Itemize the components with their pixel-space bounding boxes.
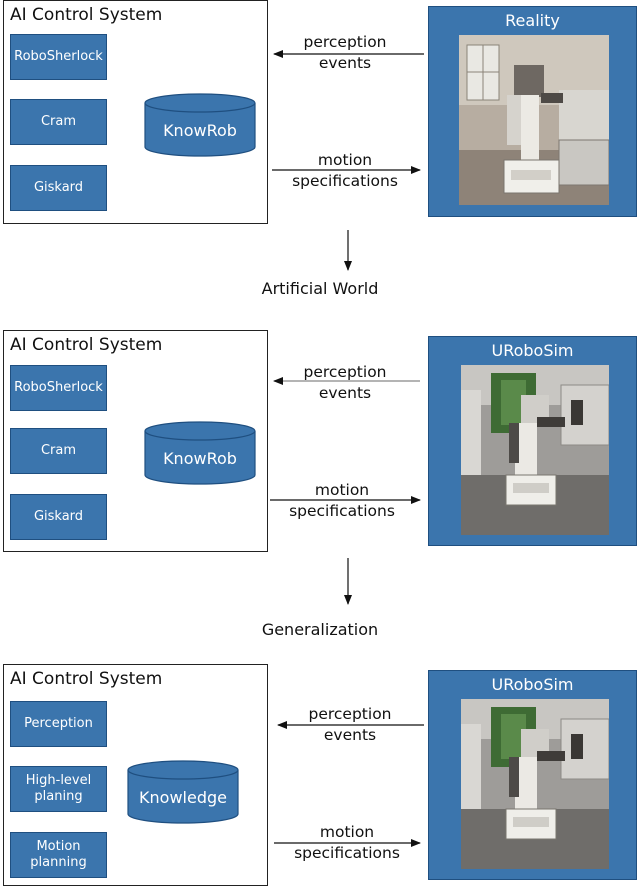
- environment-title: Reality: [505, 11, 560, 30]
- motion-label-line2: specifications: [292, 172, 398, 190]
- transition-label-artificial-world: Artificial World: [261, 279, 379, 298]
- perception-label-top: perception events: [290, 32, 400, 74]
- cylinder-shape: [144, 421, 256, 485]
- knowledge-cylinder: KnowRob: [144, 421, 256, 485]
- module-robosherlock: RoboSherlock: [10, 365, 107, 411]
- module-high-level-planning: High-level planing: [10, 766, 107, 812]
- perception-label-line2: events: [323, 726, 377, 744]
- knowledge-label: Knowledge: [139, 788, 227, 807]
- simulation-photo: [461, 699, 609, 869]
- environment-title: URoboSim: [491, 675, 574, 694]
- ai-control-panel: AI Control System RoboSherlock Cram Gisk…: [3, 330, 268, 552]
- motion-label-line2: specifications: [289, 502, 395, 520]
- cylinder-shape: [144, 93, 256, 157]
- module-motion-planning: Motion planning: [10, 832, 107, 878]
- knowledge-label: KnowRob: [163, 121, 237, 140]
- robot-photo-image: [459, 35, 609, 205]
- panel-title: AI Control System: [10, 335, 163, 355]
- module-cram: Cram: [10, 99, 107, 145]
- reality-photo: [459, 35, 609, 205]
- module-cram: Cram: [10, 428, 107, 474]
- perception-label-line2: events: [318, 384, 372, 402]
- perception-label-line1: perception: [308, 705, 392, 723]
- motion-label-bottom: motion specifications: [282, 822, 412, 864]
- simulation-render-image: [461, 365, 609, 535]
- perception-label-bottom: perception events: [295, 704, 405, 746]
- perception-label-line1: perception: [303, 363, 387, 381]
- motion-label-top: motion specifications: [280, 150, 410, 192]
- panel-title: AI Control System: [10, 669, 163, 689]
- environment-panel: URoboSim: [428, 336, 637, 546]
- motion-label-line1: motion: [314, 481, 370, 499]
- perception-label-line2: events: [318, 54, 372, 72]
- ai-control-panel: AI Control System Perception High-level …: [3, 664, 268, 886]
- motion-label-middle: motion specifications: [277, 480, 407, 522]
- ai-control-panel: AI Control System RoboSherlock Cram Gisk…: [3, 0, 268, 224]
- motion-label-line2: specifications: [294, 844, 400, 862]
- simulation-photo: [461, 365, 609, 535]
- motion-label-line1: motion: [317, 151, 373, 169]
- knowledge-cylinder: Knowledge: [127, 760, 239, 824]
- panel-title: AI Control System: [10, 5, 163, 25]
- perception-label-line1: perception: [303, 33, 387, 51]
- module-perception: Perception: [10, 701, 107, 747]
- perception-label-middle: perception events: [290, 362, 400, 404]
- cylinder-shape: [127, 760, 239, 824]
- knowledge-label: KnowRob: [163, 449, 237, 468]
- environment-panel: Reality: [428, 6, 637, 217]
- environment-panel: URoboSim: [428, 670, 637, 880]
- module-giskard: Giskard: [10, 165, 107, 211]
- simulation-render-image: [461, 699, 609, 869]
- environment-title: URoboSim: [491, 341, 574, 360]
- module-robosherlock: RoboSherlock: [10, 34, 107, 80]
- motion-label-line1: motion: [319, 823, 375, 841]
- transition-label-generalization: Generalization: [261, 620, 379, 639]
- module-giskard: Giskard: [10, 494, 107, 540]
- knowledge-cylinder: KnowRob: [144, 93, 256, 157]
